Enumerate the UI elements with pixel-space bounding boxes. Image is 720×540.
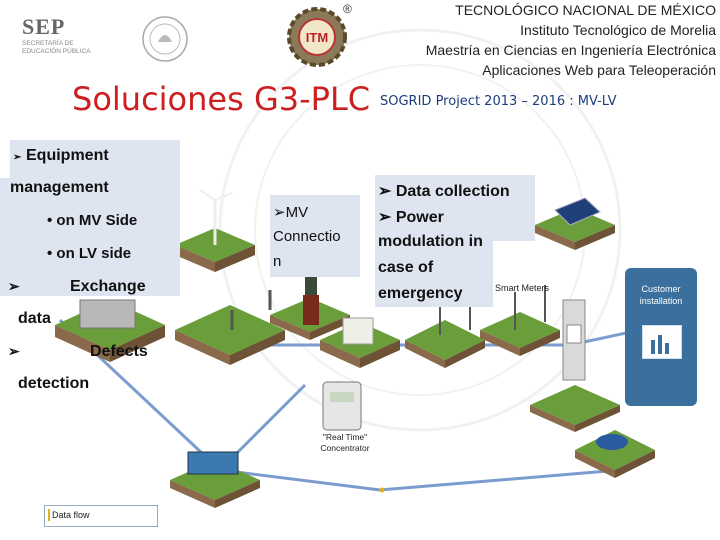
legend-label: Data flow — [52, 510, 90, 520]
detection-label: detection — [18, 375, 90, 392]
registered-mark: ® — [343, 2, 352, 16]
mexico-seal-icon — [142, 16, 188, 62]
institution-name: TECNOLÓGICO NACIONAL DE MÉXICO — [455, 2, 716, 18]
concentrator-label-line2: Concentrator — [320, 443, 370, 453]
mv-connection-line3: n — [273, 253, 282, 270]
page-title: Soluciones G3-PLC — [72, 80, 371, 118]
itm-logo: ITM — [287, 7, 347, 67]
institute-name: Instituto Tecnológico de Morelia — [520, 22, 716, 38]
equipment-label: Equipment — [26, 147, 109, 164]
concentrator-device — [322, 381, 362, 431]
tile-ev-charger — [575, 430, 655, 478]
tile-lv-poles-a — [405, 290, 485, 368]
bullet-equipment: ➢ — [13, 152, 22, 163]
right-panel-top — [375, 175, 535, 241]
sep-logo-text: SEP — [22, 14, 66, 39]
tile-transformer — [270, 255, 350, 340]
modulation-label: modulation in — [378, 233, 483, 250]
power-label: ➢ Power — [378, 209, 444, 226]
right-panel-bottom — [375, 241, 493, 307]
tile-mv-pylons — [175, 290, 285, 365]
tile-lv-house — [320, 317, 400, 368]
mv-side-label: • on MV Side — [47, 212, 138, 229]
management-label: management — [10, 179, 109, 196]
itm-logo-text: ITM — [306, 30, 328, 45]
mv-connection-line2: Connectio — [273, 228, 341, 245]
left-panel-top — [10, 140, 180, 178]
legend: Data flow — [44, 505, 158, 527]
legend-swatch — [48, 509, 50, 521]
flow-node-dot — [379, 487, 385, 493]
exchange-label: Exchange — [70, 278, 146, 295]
sep-logo-subtitle-1: SECRETARÍA DE — [22, 40, 74, 47]
tile-control-center — [170, 451, 260, 508]
course-name: Aplicaciones Web para Teleoperación — [482, 62, 716, 78]
tile-lv-poles-b — [480, 285, 560, 356]
emergency-label: emergency — [378, 285, 463, 302]
concentrator-label-line1: "Real Time" — [322, 432, 368, 442]
case-of-label: case of — [378, 259, 434, 276]
sep-logo: SEP SECRETARÍA DE EDUCACIÓN PÚBLICA — [22, 14, 122, 72]
left-panel — [0, 178, 180, 296]
lv-side-label: • on LV side — [47, 245, 132, 262]
data-label: data — [18, 310, 51, 327]
bullet-exchange: ➢ — [8, 278, 20, 294]
page-subtitle: SOGRID Project 2013 – 2016 : MV-LV — [380, 94, 617, 109]
data-collection-label: ➢ Data collection — [378, 183, 510, 200]
customer-label-line1: Customer — [641, 284, 681, 294]
tile-substation — [55, 299, 165, 362]
bullet-defects: ➢ — [8, 343, 20, 359]
customer-label-line2: installation — [639, 296, 683, 306]
mv-connection-panel — [270, 195, 360, 277]
program-name: Maestría en Ciencias en Ingeniería Elect… — [425, 42, 716, 58]
defects-label: Defects — [90, 343, 148, 360]
tile-wind-turbine — [175, 189, 255, 272]
smart-meters-label: Smart Meters — [495, 283, 550, 293]
sep-logo-subtitle-2: EDUCACIÓN PÚBLICA — [22, 48, 91, 55]
mv-connection-line1: ➢MV — [273, 204, 309, 221]
tile-smart-meter — [530, 299, 620, 432]
customer-chart-icon — [642, 325, 682, 359]
tile-solar-house — [535, 197, 615, 250]
